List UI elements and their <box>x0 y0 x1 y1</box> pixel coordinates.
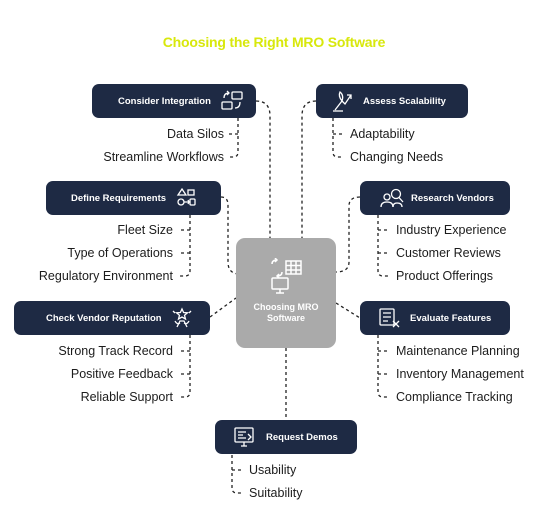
consider-integration-label: Consider Integration <box>118 95 211 107</box>
list-item: Streamline Workflows <box>103 150 224 164</box>
check-vendor-reputation-label: Check Vendor Reputation <box>46 312 162 324</box>
request-demos-label: Request Demos <box>266 431 338 443</box>
center-node[interactable]: Choosing MRO Software <box>236 238 336 348</box>
list-item: Usability <box>249 463 297 477</box>
list-item: Type of Operations <box>67 246 173 260</box>
center-label-line2: Software <box>266 313 305 323</box>
list-item: Product Offerings <box>396 269 494 283</box>
integration-icon <box>221 90 243 110</box>
consider-integration-node[interactable]: Consider Integration <box>92 84 256 118</box>
research-vendors-label: Research Vendors <box>411 192 494 204</box>
define-requirements-label: Define Requirements <box>71 192 167 204</box>
growth-plant-icon <box>333 91 352 112</box>
list-item: Fleet Size <box>117 223 173 237</box>
list-item: Inventory Management <box>396 367 524 381</box>
list-item: Customer Reviews <box>396 246 501 260</box>
list-item: Positive Feedback <box>70 367 173 381</box>
list-item: Industry Experience <box>396 223 507 237</box>
list-item: Adaptability <box>350 127 415 141</box>
define-requirements-node[interactable]: Define Requirements <box>46 181 221 215</box>
table-monitor-icon <box>271 258 302 294</box>
assess-scalability-node[interactable]: Assess Scalability <box>316 84 468 118</box>
people-search-icon <box>380 188 404 208</box>
list-item: Regulatory Environment <box>38 269 173 283</box>
checklist-icon <box>379 308 400 328</box>
list-item: Data Silos <box>167 127 224 141</box>
list-item: Reliable Support <box>80 390 173 404</box>
shapes-icon <box>176 187 196 206</box>
request-demos-node[interactable]: Request Demos <box>215 420 357 454</box>
evaluate-features-node[interactable]: Evaluate Features <box>360 301 510 335</box>
assess-scalability-label: Assess Scalability <box>363 95 446 107</box>
list-item: Suitability <box>249 486 303 500</box>
list-item: Compliance Tracking <box>396 390 513 404</box>
list-item: Strong Track Record <box>58 344 173 358</box>
diagram-title: Choosing the Right MRO Software <box>162 34 386 50</box>
reputation-icon <box>172 307 192 328</box>
list-item: Changing Needs <box>350 150 444 164</box>
research-vendors-node[interactable]: Research Vendors <box>360 181 510 215</box>
check-vendor-reputation-node[interactable]: Check Vendor Reputation <box>14 301 210 335</box>
list-item: Maintenance Planning <box>396 344 520 358</box>
center-label-line1: Choosing MRO <box>253 302 319 312</box>
demo-screen-icon <box>234 427 254 447</box>
evaluate-features-label: Evaluate Features <box>410 312 492 324</box>
